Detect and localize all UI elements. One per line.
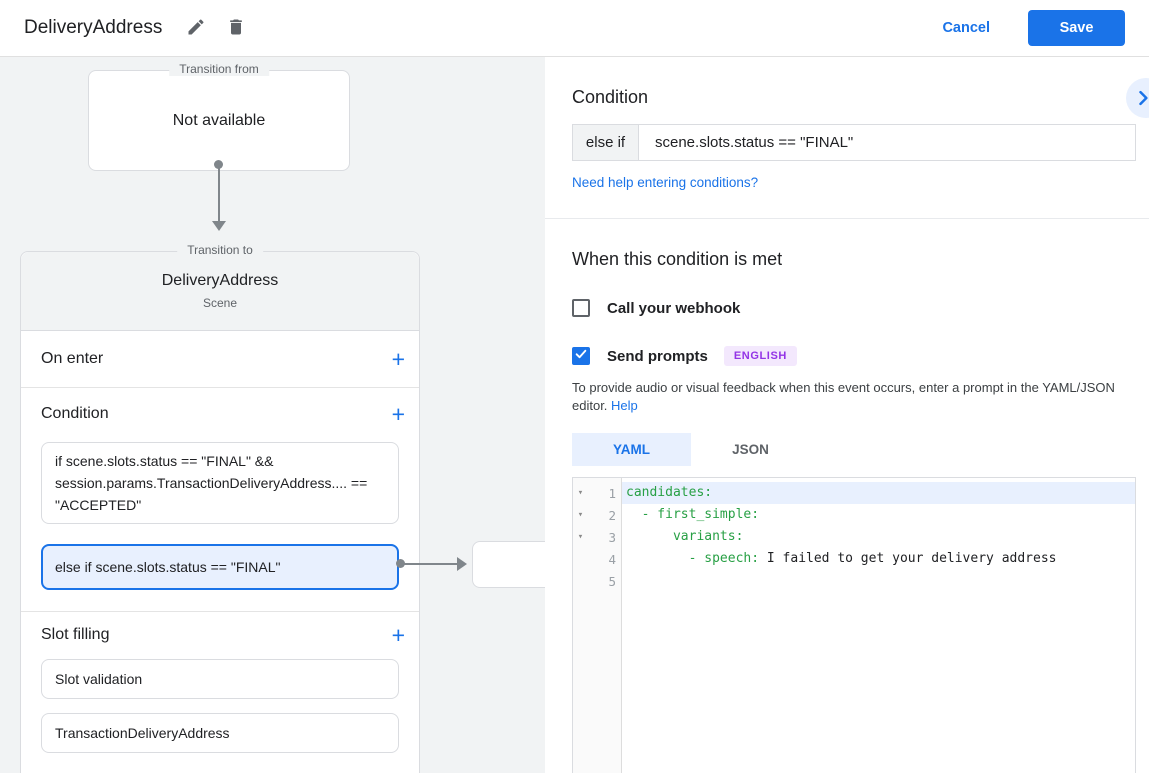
when-condition-met-title: When this condition is met <box>572 249 783 269</box>
call-webhook-checkbox[interactable] <box>572 299 590 317</box>
editor-gutter: ▾ 1 ▾ 2 ▾ 3 4 5 <box>573 478 622 773</box>
line-number: 2 <box>608 507 616 523</box>
condition-section-label: Condition <box>41 405 109 422</box>
yaml-code-editor[interactable]: ▾ 1 ▾ 2 ▾ 3 4 5 candidates: - first_simple:… <box>572 477 1136 773</box>
scene-name: DeliveryAddress <box>161 272 279 289</box>
scene-type-label: Scene <box>202 296 238 310</box>
page-title: DeliveryAddress <box>24 17 163 38</box>
send-prompts-checkbox[interactable] <box>572 347 590 365</box>
scene-card-header: DeliveryAddress Scene <box>21 252 419 331</box>
editor-hint-text: To provide audio or visual feedback when… <box>572 379 1136 414</box>
cancel-button[interactable]: Cancel <box>942 20 990 36</box>
line-number: 4 <box>608 551 616 567</box>
fold-toggle-icon[interactable]: ▾ <box>577 488 584 498</box>
trash-icon <box>226 17 246 40</box>
tab-yaml[interactable]: YAML <box>572 433 691 466</box>
arrowhead-down-icon <box>212 221 226 231</box>
transition-from-legend: Transition from <box>169 62 269 76</box>
transition-from-box: Transition from Not available <box>88 62 350 171</box>
send-prompts-label[interactable]: Send prompts <box>607 347 708 365</box>
editor-hint-body: To provide audio or visual feedback when… <box>572 380 1115 413</box>
condition-expression-input[interactable]: scene.slots.status == "FINAL" <box>655 134 854 151</box>
checkmark-icon <box>574 347 588 366</box>
slot-item-validation[interactable]: Slot validation <box>41 659 399 699</box>
yaml-key: variants: <box>626 529 744 544</box>
conditions-help-link[interactable]: Need help entering conditions? <box>572 175 759 190</box>
condition-section: Condition + if scene.slots.status == "FI… <box>21 388 419 612</box>
delete-scene-button[interactable] <box>224 16 248 40</box>
arrowhead-right-icon <box>457 557 467 571</box>
transition-to-card: Transition to DeliveryAddress Scene On e… <box>20 243 420 773</box>
yaml-key: - first_simple: <box>626 507 760 522</box>
slot-filling-label: Slot filling <box>41 625 110 643</box>
yaml-value: I failed to get your delivery address <box>759 551 1057 566</box>
fold-toggle-icon[interactable]: ▾ <box>577 532 584 542</box>
condition-item-if[interactable]: if scene.slots.status == "FINAL" && sess… <box>41 442 399 524</box>
yaml-key: candidates: <box>626 485 713 500</box>
code-line[interactable]: variants: <box>622 526 1135 548</box>
add-on-enter-icon[interactable]: + <box>391 346 405 372</box>
collapse-panel-button[interactable] <box>1126 78 1149 118</box>
fold-toggle-icon[interactable]: ▾ <box>577 510 584 520</box>
transition-target-box[interactable] <box>472 541 545 588</box>
scene-diagram-canvas: Transition from Not available Transition… <box>0 57 545 773</box>
call-webhook-label[interactable]: Call your webhook <box>607 299 741 317</box>
on-enter-row: On enter + <box>21 331 419 388</box>
editor-format-tabs: YAML JSON <box>572 433 1136 466</box>
webhook-row: Call your webhook <box>572 299 1136 317</box>
page-header: DeliveryAddress Cancel Save <box>0 0 1149 57</box>
code-line[interactable]: - speech: I failed to get your delivery … <box>622 548 1135 570</box>
editor-help-link[interactable]: Help <box>611 397 638 413</box>
code-line[interactable]: - first_simple: <box>622 504 1135 526</box>
connector-line-vertical <box>218 164 220 222</box>
condition-prefix-label: else if <box>573 125 639 160</box>
language-badge: ENGLISH <box>723 346 797 366</box>
condition-expression-input-group: else if scene.slots.status == "FINAL" <box>572 124 1136 161</box>
line-number: 5 <box>608 573 616 589</box>
tab-json[interactable]: JSON <box>732 442 769 457</box>
condition-item-elseif-selected[interactable]: else if scene.slots.status == "FINAL" <box>41 544 399 590</box>
pencil-icon <box>186 17 206 40</box>
line-number: 3 <box>608 529 616 545</box>
add-slot-icon[interactable]: + <box>391 621 405 648</box>
code-line[interactable]: candidates: <box>622 482 1135 504</box>
code-line[interactable] <box>622 570 1135 592</box>
condition-detail-panel: Condition else if scene.slots.status == … <box>545 57 1149 773</box>
transition-from-value: Not available <box>172 111 266 129</box>
yaml-key: - speech: <box>626 551 760 566</box>
editor-code-area[interactable]: candidates: - first_simple: variants: - … <box>622 478 1135 773</box>
send-prompts-row: Send prompts ENGLISH <box>572 346 1136 366</box>
connector-line-horizontal <box>400 563 458 565</box>
transition-to-legend: Transition to <box>177 243 263 257</box>
save-button[interactable]: Save <box>1028 10 1125 46</box>
add-condition-icon[interactable]: + <box>391 401 405 427</box>
on-enter-label: On enter <box>41 350 104 367</box>
slot-item-transaction-delivery-address[interactable]: TransactionDeliveryAddress <box>41 713 399 753</box>
slot-filling-section: Slot filling + Slot validation Transacti… <box>21 612 419 753</box>
line-number: 1 <box>608 485 616 501</box>
panel-title: Condition <box>572 87 649 107</box>
panel-divider <box>545 218 1149 219</box>
edit-scene-button[interactable] <box>184 16 208 40</box>
